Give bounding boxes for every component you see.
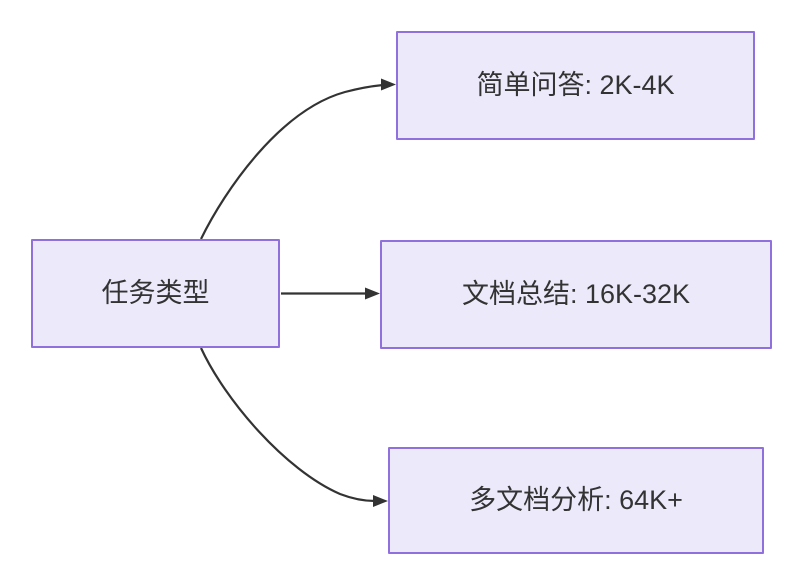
edge-source-to-multi-doc-path (200, 347, 376, 503)
edge-source-to-simple-qa (200, 78, 396, 240)
node-simple-qa[interactable]: 简单问答: 2K-4K (396, 31, 755, 140)
edge-source-to-doc-summary (281, 287, 380, 300)
node-task-type-label: 任务类型 (101, 278, 210, 309)
node-multi-doc-analysis[interactable]: 多文档分析: 64K+ (388, 447, 764, 554)
node-doc-summary-label: 文档总结: 16K-32K (461, 279, 691, 310)
node-task-type[interactable]: 任务类型 (31, 239, 280, 348)
edge-source-to-multi-doc-arrowhead (373, 495, 388, 507)
node-multi-doc-analysis-label: 多文档分析: 64K+ (469, 485, 683, 516)
node-doc-summary[interactable]: 文档总结: 16K-32K (380, 240, 772, 349)
edge-source-to-multi-doc (200, 347, 388, 507)
edge-source-to-doc-summary-arrowhead (365, 287, 380, 300)
edge-source-to-simple-qa-arrowhead (381, 78, 396, 91)
edge-source-to-simple-qa-path (200, 83, 384, 240)
node-simple-qa-label: 简单问答: 2K-4K (476, 70, 675, 101)
